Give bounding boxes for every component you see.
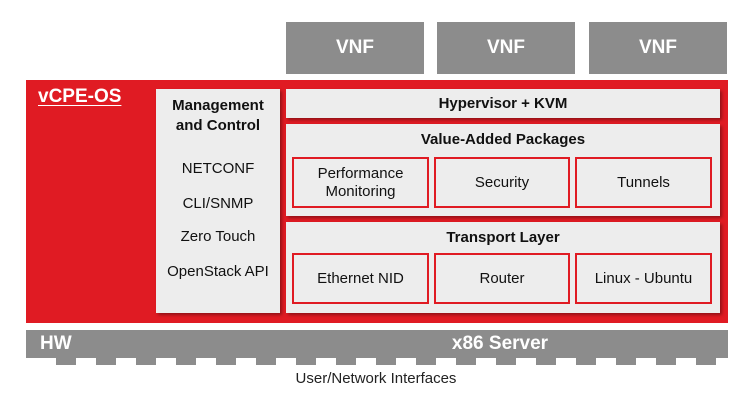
interface-port bbox=[416, 358, 436, 365]
interface-port bbox=[576, 358, 596, 365]
interface-port bbox=[296, 358, 316, 365]
package-label: Security bbox=[474, 173, 530, 191]
value-added-title: Value-Added Packages bbox=[420, 131, 586, 148]
interface-port bbox=[216, 358, 236, 365]
interface-port bbox=[456, 358, 476, 365]
vnf-label: VNF bbox=[639, 37, 677, 58]
hypervisor-label: Hypervisor + KVM bbox=[438, 95, 568, 112]
transport-linux-ubuntu: Linux - Ubuntu bbox=[575, 253, 712, 304]
interface-port bbox=[136, 358, 156, 365]
package-label: Tunnels bbox=[617, 173, 670, 191]
interface-port bbox=[176, 358, 196, 365]
interface-port bbox=[336, 358, 356, 365]
management-title-line2: and Control bbox=[175, 117, 261, 134]
vnf-label: VNF bbox=[487, 37, 525, 58]
management-item-zero-touch: Zero Touch bbox=[180, 228, 256, 245]
management-title: Management and Control bbox=[156, 96, 280, 136]
management-panel bbox=[156, 89, 280, 313]
hw-label: HW bbox=[40, 333, 72, 354]
vnf-label: VNF bbox=[336, 37, 374, 58]
interface-port bbox=[496, 358, 516, 365]
interface-port bbox=[376, 358, 396, 365]
interface-port bbox=[56, 358, 76, 365]
transport-title: Transport Layer bbox=[446, 229, 560, 246]
package-label-line1: Performance bbox=[317, 164, 404, 182]
management-item-openstack-api: OpenStack API bbox=[167, 263, 269, 280]
management-item-netconf: NETCONF bbox=[181, 160, 255, 177]
package-performance-monitoring: Performance Monitoring bbox=[292, 157, 429, 208]
transport-label: Router bbox=[479, 269, 525, 287]
user-network-interfaces-label: User/Network Interfaces bbox=[295, 370, 457, 387]
interface-port bbox=[256, 358, 276, 365]
interface-port bbox=[656, 358, 676, 365]
vnf-box-2: VNF bbox=[437, 22, 575, 74]
hw-bar bbox=[26, 330, 728, 358]
transport-router: Router bbox=[434, 253, 570, 304]
package-tunnels: Tunnels bbox=[575, 157, 712, 208]
x86-server-label: x86 Server bbox=[451, 333, 549, 354]
vcpe-os-title: vCPE-OS bbox=[38, 86, 122, 107]
interface-port bbox=[536, 358, 556, 365]
package-label-line2: Monitoring bbox=[325, 182, 396, 200]
vnf-box-3: VNF bbox=[589, 22, 727, 74]
interface-port bbox=[616, 358, 636, 365]
interface-port bbox=[96, 358, 116, 365]
management-title-line1: Management bbox=[172, 97, 264, 114]
transport-label: Ethernet NID bbox=[317, 269, 404, 287]
transport-ethernet-nid: Ethernet NID bbox=[292, 253, 429, 304]
package-security: Security bbox=[434, 157, 570, 208]
transport-label: Linux - Ubuntu bbox=[594, 269, 693, 287]
hypervisor-panel bbox=[286, 89, 720, 118]
management-item-cli-snmp: CLI/SNMP bbox=[182, 195, 254, 212]
vnf-box-1: VNF bbox=[286, 22, 424, 74]
interface-port bbox=[696, 358, 716, 365]
